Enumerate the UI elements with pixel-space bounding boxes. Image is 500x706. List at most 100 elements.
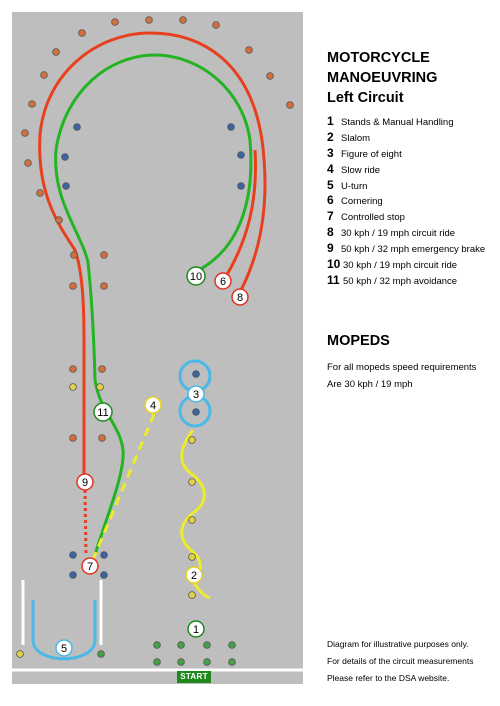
- legend-number: 7: [327, 209, 334, 224]
- legend-number: 10: [327, 257, 341, 272]
- red-route-dotted: [83, 489, 88, 556]
- marker-2: 2: [185, 566, 203, 584]
- cone: [237, 151, 245, 159]
- yellow-slow-ride-route: [90, 399, 162, 563]
- cone: [212, 21, 220, 29]
- cone: [177, 658, 185, 666]
- marker-1: 1: [187, 620, 205, 638]
- marker-9: 9: [76, 473, 94, 491]
- cone: [52, 48, 60, 56]
- legend-label: Figure of eight: [341, 148, 402, 160]
- disclaimer-line-3: Please refer to the DSA website.: [327, 673, 450, 683]
- svg-text:2: 2: [191, 570, 197, 582]
- cone: [203, 641, 211, 649]
- cone: [78, 29, 86, 37]
- legend-number: 1: [327, 114, 334, 128]
- cone: [266, 72, 274, 80]
- legend-item: 7 Controlled stop: [327, 209, 497, 225]
- legend-number: 4: [327, 161, 334, 176]
- green-route: [54, 53, 253, 556]
- disclaimer: Diagram for illustrative purposes only. …: [327, 636, 473, 687]
- yellow-slalom-route: [180, 429, 211, 600]
- legend-label: Controlled stop: [341, 212, 405, 224]
- legend-number: 8: [327, 225, 334, 240]
- legend-item: 11 50 kph / 32 mph avoidance: [327, 273, 497, 289]
- mopeds-line-2: Are 30 kph / 19 mph: [327, 379, 413, 390]
- cone: [188, 436, 196, 444]
- red-route: [38, 31, 267, 475]
- cone: [245, 46, 253, 54]
- legend-item: 3 Figure of eight: [327, 146, 497, 162]
- mopeds-note: For all mopeds speed requirements Are 30…: [327, 359, 476, 393]
- cone: [70, 251, 78, 259]
- cone: [192, 370, 200, 378]
- marker-10: 10: [186, 266, 206, 286]
- cone: [24, 159, 32, 167]
- cone: [73, 123, 81, 131]
- manoeuvring-area: [12, 12, 303, 684]
- cone: [188, 553, 196, 561]
- cone: [177, 641, 185, 649]
- svg-text:5: 5: [61, 643, 67, 655]
- legend-label: Slalom: [341, 132, 371, 144]
- cone: [100, 282, 108, 290]
- cone: [69, 434, 77, 442]
- cone: [188, 516, 196, 524]
- legend-label: 50 kph / 32 mph emergency brake: [341, 244, 486, 256]
- marker-5: 5: [55, 639, 73, 657]
- cone: [153, 658, 161, 666]
- disclaimer-line-1: Diagram for illustrative purposes only.: [327, 639, 469, 649]
- legend-label: 30 kph / 19 mph circuit ride: [343, 260, 458, 272]
- cone: [16, 650, 24, 658]
- blue-u-turn-route: [31, 600, 97, 661]
- cone: [100, 571, 108, 579]
- start-label: START: [177, 671, 211, 683]
- cone: [203, 658, 211, 666]
- cone: [179, 16, 187, 24]
- cone: [97, 650, 105, 658]
- title-line-1: MOTORCYCLE: [327, 50, 430, 66]
- cone: [69, 383, 77, 391]
- mopeds-heading: MOPEDS: [327, 333, 390, 349]
- legend-item: 9 50 kph / 32 mph emergency brake: [327, 241, 497, 257]
- legend-item: 8 30 kph / 19 mph circuit ride: [327, 225, 497, 241]
- cone: [228, 641, 236, 649]
- marker-6: 6: [214, 272, 232, 290]
- cone: [28, 100, 36, 108]
- cone: [98, 365, 106, 373]
- cone: [98, 434, 106, 442]
- cone: [69, 571, 77, 579]
- svg-text:3: 3: [193, 389, 199, 401]
- cone: [228, 658, 236, 666]
- cone: [227, 123, 235, 131]
- svg-text:7: 7: [87, 561, 93, 573]
- cone: [111, 18, 119, 26]
- legend-label: Slow ride: [341, 164, 381, 176]
- cone: [192, 408, 200, 416]
- page-subtitle: Left Circuit: [327, 90, 404, 106]
- cone: [286, 101, 294, 109]
- legend-number: 3: [327, 145, 334, 160]
- cone: [62, 182, 70, 190]
- svg-text:4: 4: [150, 400, 156, 412]
- legend-label: 30 kph / 19 mph circuit ride: [341, 228, 456, 240]
- legend-label: U-turn: [341, 180, 368, 192]
- legend-number: 9: [327, 241, 334, 256]
- svg-text:10: 10: [190, 271, 202, 283]
- cone: [96, 383, 104, 391]
- disclaimer-line-2: For details of the circuit measurements: [327, 656, 474, 666]
- marker-11: 11: [93, 402, 113, 422]
- cone: [100, 251, 108, 259]
- legend-item: 4 Slow ride: [327, 162, 497, 178]
- legend-number: 11: [327, 272, 340, 287]
- cone: [100, 551, 108, 559]
- svg-text:8: 8: [237, 292, 243, 304]
- legend-number: 6: [327, 193, 334, 208]
- cone: [188, 591, 196, 599]
